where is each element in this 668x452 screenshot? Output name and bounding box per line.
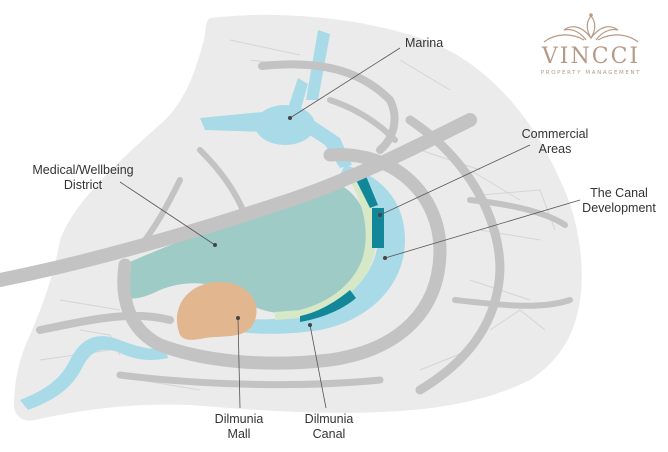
outer-east-road	[405, 115, 505, 395]
commercial-block-south	[300, 290, 356, 322]
crown-flourish-icon	[543, 13, 639, 43]
main-highway	[0, 113, 477, 287]
dilmunia-canal	[225, 165, 405, 334]
commercial-block-mid	[372, 208, 384, 248]
label-canal-dev-line2: Development	[582, 201, 656, 215]
label-medical-line1: Medical/Wellbeing	[32, 163, 134, 177]
vincci-logo: VINCCI PROPERTY MANAGEMENT	[530, 12, 652, 82]
dot-marina	[288, 116, 292, 120]
leader-canal	[309, 324, 327, 409]
northwest-connector-road	[142, 177, 183, 243]
label-medical-line2: District	[63, 178, 103, 192]
west-inlet	[20, 336, 168, 410]
label-commercial-line2: Areas	[538, 142, 572, 156]
leader-mall	[237, 317, 241, 409]
dot-canal	[308, 323, 312, 327]
label-dilmunia-mall: Dilmunia Mall	[200, 412, 278, 442]
label-dilmunia-canal: Dilmunia Canal	[290, 412, 368, 442]
leader-medical	[119, 181, 216, 246]
marina-canal-link	[200, 112, 268, 132]
dot-mall	[236, 316, 240, 320]
marina-basin	[255, 105, 315, 145]
leader-dots	[213, 116, 387, 327]
east-spur-road	[467, 197, 568, 228]
label-canal-line2: Canal	[312, 427, 346, 441]
label-canal-development: The Canal Development	[574, 186, 664, 216]
leader-canal-development	[384, 199, 581, 259]
label-marina-line1: Marina	[405, 36, 444, 50]
south-road	[116, 371, 384, 389]
dilmunia-mall-parcel	[176, 281, 257, 340]
leader-marina	[289, 47, 401, 119]
brand-name: VINCCI	[541, 44, 641, 69]
commercial-areas	[300, 176, 384, 322]
commercial-block-north	[356, 176, 378, 208]
dot-commercial	[378, 213, 382, 217]
southwest-road	[36, 311, 174, 334]
road-network	[0, 60, 573, 395]
marina-east-road	[327, 97, 398, 143]
canal-ring-road	[117, 148, 447, 370]
label-mall-line1: Dilmunia	[214, 412, 264, 426]
west-connector-road	[197, 147, 248, 218]
label-commercial-line1: Commercial	[521, 127, 589, 141]
dot-canal-development	[383, 256, 387, 260]
label-marina: Marina	[405, 36, 443, 51]
southeast-spur-road	[452, 297, 573, 309]
marina-channel-west	[288, 78, 308, 112]
label-mall-line2: Mall	[227, 427, 251, 441]
label-canal-dev-line1: The Canal	[590, 186, 648, 200]
label-medical-wellbeing: Medical/Wellbeing District	[18, 163, 148, 193]
brand-tagline: PROPERTY MANAGEMENT	[540, 70, 642, 76]
label-commercial-areas: Commercial Areas	[510, 127, 600, 157]
medical-wellbeing-park	[128, 185, 369, 314]
label-canal-line1: Dilmunia	[304, 412, 354, 426]
canal-promenade	[275, 176, 377, 320]
leader-lines	[119, 47, 581, 409]
leader-commercial	[379, 144, 531, 216]
dot-medical	[213, 243, 217, 247]
